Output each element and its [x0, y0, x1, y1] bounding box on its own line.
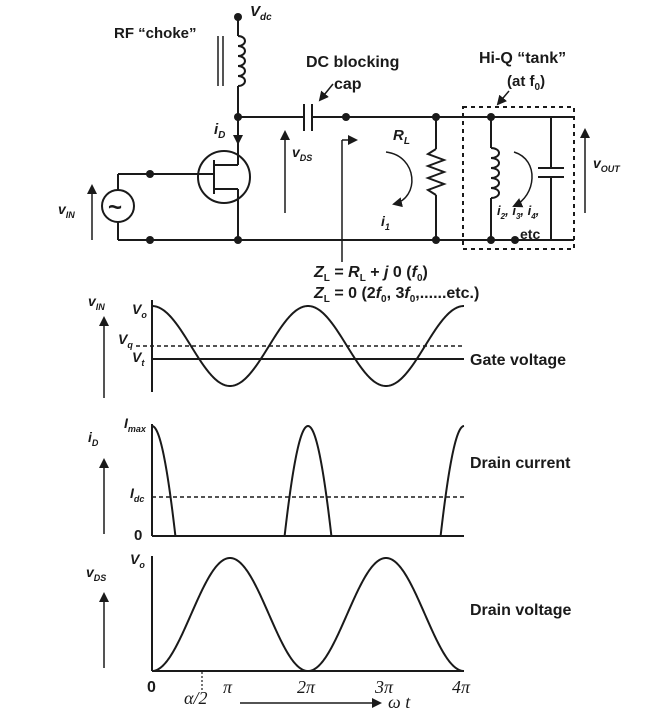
tank-box: [462, 106, 575, 250]
cap-label: cap: [334, 76, 362, 93]
vt-label: Vt: [132, 349, 145, 368]
drain-current-caption: Drain current: [470, 455, 571, 472]
zl-line-2: ZL = 0 (2f0, 3f0,......etc.): [313, 285, 479, 305]
imax-label: Imax: [124, 415, 147, 434]
vds-vo-label: Vo: [130, 551, 145, 570]
vdc-label: Vdc: [250, 3, 272, 23]
vo-label: Vo: [132, 301, 147, 320]
id-label: iD: [214, 121, 225, 141]
rl-label: RL: [393, 127, 410, 147]
jfet-transistor: [197, 150, 251, 204]
drain-current-plot: iD Imax Idc 0 Drain current: [88, 415, 571, 544]
vin-axis-label: vIN: [88, 293, 105, 312]
hiq-tank-label: Hi-Q “tank”: [479, 50, 566, 67]
i1-loop-arrow: [385, 151, 413, 208]
vq-label: Vq: [118, 331, 133, 350]
omega-t-label: ω t: [388, 692, 411, 712]
drain-voltage-curve: [151, 556, 465, 673]
gate-voltage-plot: vIN Vo Vq Vt Gate voltage: [88, 293, 566, 398]
circuit-schematic: Vdc RF “choke” DC blocking cap iD: [58, 3, 621, 305]
alpha-label: α/2: [184, 688, 207, 708]
id-axis-label: iD: [88, 429, 99, 448]
gate-voltage-caption: Gate voltage: [470, 352, 566, 369]
harmonics-label: i2, i3, i4,: [497, 203, 539, 221]
etc-label: etc: [520, 226, 540, 242]
x-zero-label: 0: [147, 679, 156, 696]
gate-voltage-curve: [151, 304, 465, 388]
drain-voltage-plot: vDS Vo Drain voltage: [86, 551, 571, 673]
rf-choke-inductor: [237, 35, 246, 87]
vds-axis-label: vDS: [86, 564, 106, 583]
drain-current-curve: [151, 424, 465, 537]
zl-line-1: ZL = RL + j 0 (f0): [313, 264, 428, 284]
at-f0-label: (at f0): [507, 73, 545, 93]
idc-label: Idc: [130, 485, 144, 504]
tank-inductor: [490, 147, 500, 199]
tick-3pi: 3π: [374, 677, 394, 697]
tank-current-arrow: [512, 151, 533, 208]
vout-label: vOUT: [593, 155, 621, 174]
dc-blocking-label: DC blocking: [306, 54, 399, 71]
x-axis-labels: 0 α/2 π 2π 3π 4π ω t: [147, 672, 471, 712]
rf-choke-label: RF “choke”: [114, 25, 197, 42]
tick-2pi: 2π: [297, 677, 316, 697]
source-symbol: ~: [108, 194, 122, 221]
current-zero-label: 0: [134, 527, 142, 544]
drain-voltage-caption: Drain voltage: [470, 602, 571, 619]
load-resistor: [425, 148, 447, 196]
vin-label: vIN: [58, 201, 75, 220]
i1-label: i1: [381, 213, 390, 232]
tick-4pi: 4π: [452, 677, 471, 697]
tick-pi: π: [223, 677, 233, 697]
vds-label: vDS: [292, 144, 312, 163]
